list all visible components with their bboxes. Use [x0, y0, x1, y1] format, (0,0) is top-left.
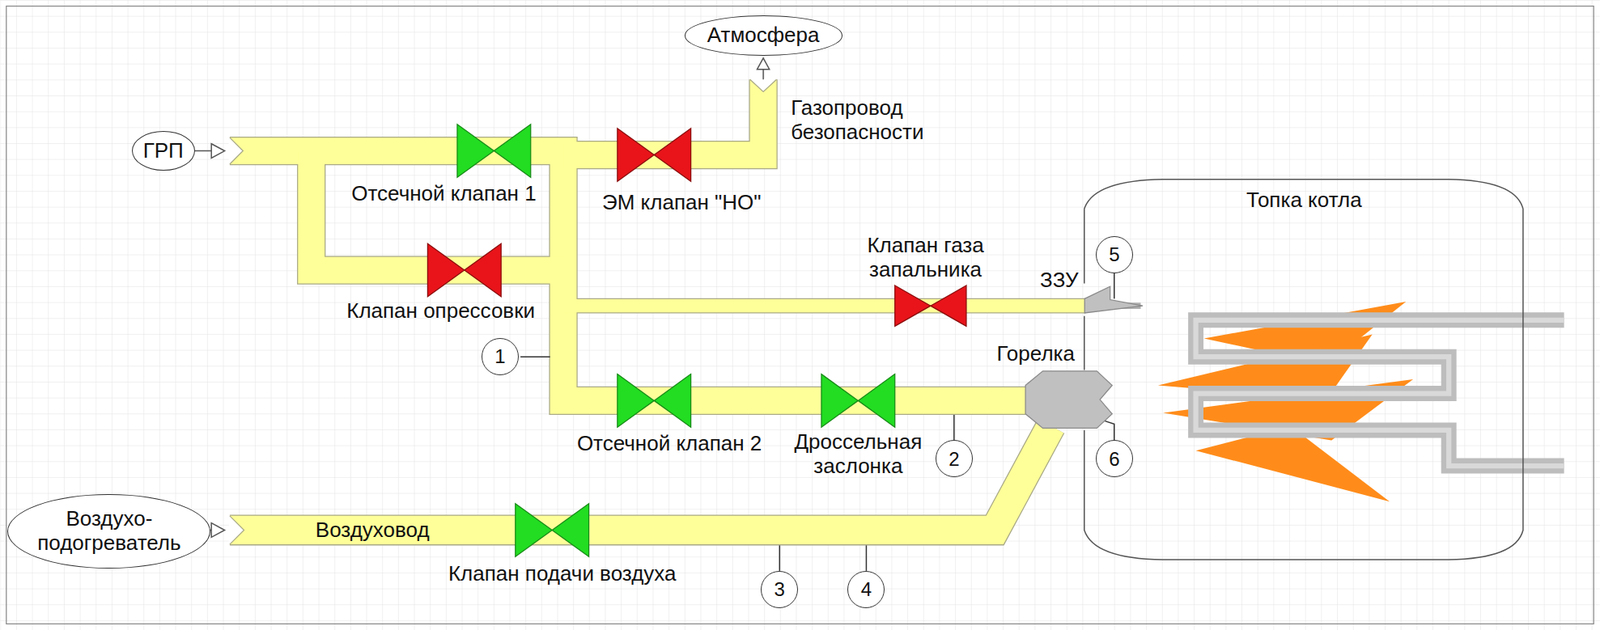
callout-number: 1 — [494, 345, 506, 369]
node-label: Топка котла — [1246, 188, 1363, 213]
valve-half — [617, 128, 654, 183]
valve-label: Отсечной клапан 1 — [351, 182, 536, 207]
boiler-wall — [1084, 179, 1524, 561]
valve-open — [457, 124, 531, 179]
valve-half — [857, 374, 895, 429]
node-label: Воздухо- подогреватель — [35, 507, 183, 556]
device-label: ЗЗУ — [1039, 268, 1079, 293]
valve-label: Дроссельная заслонка — [793, 430, 924, 480]
boiler-outline — [1081, 176, 1527, 564]
valve-closed — [617, 128, 692, 183]
callout-circle: 4 — [847, 571, 885, 609]
device-label: Горелка — [997, 342, 1075, 367]
air-duct — [229, 426, 1052, 531]
leader-line — [865, 545, 868, 572]
pipe-end — [229, 137, 243, 165]
leader-line — [779, 545, 781, 572]
heating-coil-core — [1196, 320, 1565, 467]
leader-lines — [520, 273, 1115, 572]
callout-circle: 2 — [935, 440, 973, 478]
burner — [1025, 371, 1112, 429]
valve-half — [895, 285, 931, 327]
valve-half — [515, 504, 552, 558]
valve-label: Клапан опрессовки — [346, 299, 535, 324]
callout-circle: 5 — [1095, 236, 1134, 274]
callout-number: 3 — [774, 578, 786, 602]
valve-half — [930, 285, 967, 327]
air-duct — [229, 426, 1052, 531]
callout-number: 5 — [1108, 243, 1120, 267]
gas-pipe — [563, 79, 764, 155]
node-label: Атмосфера — [707, 23, 820, 48]
pipe-end — [229, 516, 245, 545]
valve-closed — [895, 285, 967, 327]
terminal-oval: ГРП — [131, 131, 196, 171]
callout-circle: 6 — [1095, 440, 1134, 478]
valve-half — [427, 243, 464, 298]
frame — [6, 6, 1594, 625]
valve-half — [653, 374, 691, 429]
node-label: ГРП — [143, 139, 184, 164]
pipe-end — [750, 79, 777, 92]
leader-line — [1113, 273, 1116, 300]
leader-line — [1104, 421, 1114, 442]
flow-arrow — [211, 523, 225, 539]
valve-half — [653, 128, 691, 183]
valve-half — [551, 504, 589, 558]
terminal-oval: Воздухо- подогреватель — [7, 494, 211, 570]
pipe-label: Воздуховод — [315, 518, 430, 544]
pipe-end — [748, 78, 777, 92]
pipe-fills — [229, 79, 1087, 531]
boiler-furnace: Топка котла 5 6 — [1081, 176, 1527, 564]
valve-label: Клапан газа запальника — [865, 233, 986, 283]
valve-closed — [427, 243, 501, 298]
valve-half — [464, 243, 501, 298]
callout-circle: 3 — [760, 571, 798, 609]
valve-half — [493, 124, 531, 179]
valve-open — [617, 374, 692, 429]
pilot-pipe — [563, 298, 1086, 315]
callout-number: 6 — [1108, 448, 1120, 472]
flow-arrow — [757, 58, 770, 70]
valve-half — [457, 124, 494, 179]
valve-open — [821, 374, 896, 429]
pipe-end — [229, 136, 244, 166]
terminal-oval: Атмосфера — [684, 15, 843, 56]
gas-pipe — [229, 151, 1029, 402]
callout-number: 4 — [861, 578, 872, 602]
leader-line — [520, 356, 551, 358]
heating-coil — [1196, 320, 1565, 467]
pipe-outlines — [229, 79, 1087, 531]
callout-circle: 1 — [481, 338, 519, 376]
flow-line — [762, 69, 764, 81]
pilot-pipe — [563, 299, 1086, 313]
valve-label: Отсечной клапан 2 — [577, 432, 762, 457]
callout-number: 2 — [948, 448, 960, 472]
valve-open — [515, 504, 590, 558]
gas-pipe — [563, 79, 764, 155]
valve-label: ЭМ клапан "НО" — [602, 190, 761, 216]
valve-label: Клапан подачи воздуха — [448, 562, 677, 587]
pipe-label: Газопровод безопасности — [790, 96, 927, 145]
flow-arrow — [211, 144, 225, 159]
leader-line — [953, 415, 955, 442]
valve-half — [617, 374, 654, 429]
valve-half — [821, 374, 858, 429]
pipe-end — [229, 515, 245, 547]
gas-pipe — [229, 151, 1029, 402]
